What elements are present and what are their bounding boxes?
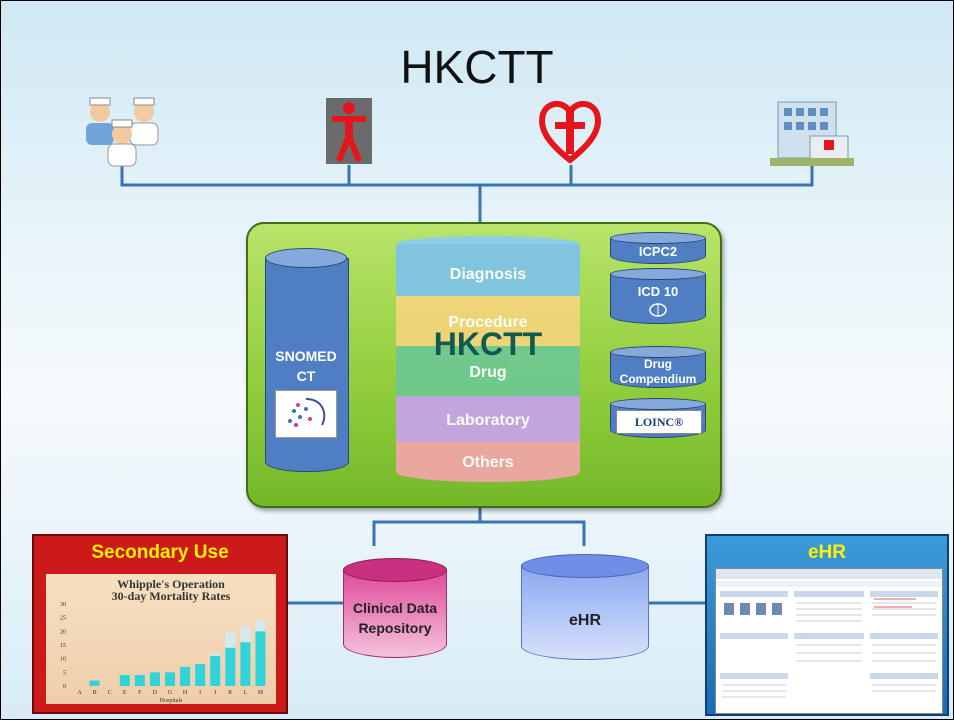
- snomed-label: SNOMED CT: [265, 346, 347, 386]
- icpc2-label: ICPC2: [638, 244, 678, 259]
- snomed-logo-icon: [275, 390, 337, 438]
- drug-compendium-store: Drug Compendium: [610, 346, 706, 388]
- secondary-use-header: Secondary Use: [91, 542, 229, 563]
- icd10-store: ICD 10: [610, 268, 706, 324]
- x-tick-label: I: [199, 690, 201, 696]
- y-tick-label: 30: [60, 602, 66, 608]
- x-tick-label: M: [258, 690, 264, 696]
- layer-diagnosis-label: Diagnosis: [449, 266, 527, 283]
- bar: [165, 672, 175, 686]
- chart-title-line2: 30-day Mortality Rates: [112, 589, 231, 603]
- layer-others: Others: [396, 442, 580, 482]
- y-tick-label: 20: [60, 629, 66, 635]
- layer-procedure-label: Procedure: [448, 314, 528, 331]
- x-tick-label: D: [153, 690, 158, 696]
- layer-drug-label: Drug: [469, 364, 507, 381]
- bar: [180, 666, 191, 686]
- ehr-screenshot-mock: [716, 569, 942, 698]
- layer-laboratory: Laboratory: [396, 396, 580, 442]
- x-tick-label: E: [123, 690, 127, 696]
- cdr-label: Clinical Data Repository: [343, 598, 447, 638]
- ehr-box: eHR: [705, 534, 949, 716]
- snomed-label-line2: CT: [296, 368, 316, 384]
- x-tick-label: K: [228, 690, 233, 696]
- clinical-data-repository: Clinical Data Repository: [343, 558, 447, 658]
- ehr-store-top: [521, 554, 649, 578]
- y-tick-label: 10: [60, 657, 66, 663]
- snomed-ct-store: SNOMED CT: [265, 248, 349, 480]
- snomed-label-line1: SNOMED: [275, 348, 337, 364]
- bar: [195, 664, 206, 686]
- loinc-store: LOINC®: [610, 398, 706, 438]
- drug-compendium-top: [610, 346, 706, 358]
- cdr-label-line1: Clinical Data: [352, 600, 438, 616]
- mortality-chart-svg: Whipple's Operation 30-day Mortality Rat…: [60, 577, 266, 704]
- bar: [134, 675, 145, 686]
- x-tick-label: G: [168, 690, 173, 696]
- layer-procedure: Procedure: [396, 296, 580, 346]
- doctors-nurses-icon: [86, 97, 159, 167]
- icd10-label: ICD 10: [637, 284, 679, 299]
- chart-title-line1: Whipple's Operation: [117, 577, 225, 591]
- red-heart-logo-icon: [539, 101, 601, 164]
- red-figure-icon: [326, 98, 372, 164]
- loinc-top: [610, 398, 706, 410]
- bar: [89, 680, 100, 686]
- bar: [210, 655, 221, 686]
- y-tick-label: 25: [60, 616, 66, 622]
- x-tick-label: B: [93, 690, 97, 696]
- x-tick-label: L: [244, 690, 248, 696]
- icpc2-top: [610, 232, 706, 244]
- layer-laboratory-label: Laboratory: [446, 412, 530, 429]
- chart-x-axis-label: Hospitals: [160, 698, 183, 704]
- bar: [119, 675, 130, 686]
- who-logo-icon: [649, 303, 667, 317]
- cdr-body: [343, 570, 447, 658]
- ehr-store: eHR: [521, 554, 649, 660]
- cdr-top: [343, 558, 447, 582]
- snomed-cylinder-top: [265, 248, 347, 268]
- page-title: HKCTT: [400, 41, 554, 93]
- drug-compendium-label: Drug Compendium: [619, 357, 697, 386]
- loinc-logo: LOINC®: [616, 410, 702, 434]
- layer-diagnosis: Diagnosis: [396, 244, 580, 296]
- y-tick-label: 5: [63, 670, 66, 676]
- x-tick-label: F: [138, 690, 142, 696]
- y-tick-label: 15: [60, 643, 66, 649]
- hospital-building-icon: [770, 101, 854, 166]
- y-tick-label: 0: [63, 684, 66, 690]
- bar: [149, 672, 160, 686]
- x-tick-label: H: [183, 690, 188, 696]
- hkctt-center-title: HKCTT: [433, 326, 543, 362]
- bar: [225, 647, 236, 686]
- bar: [240, 642, 251, 686]
- bar: [255, 631, 266, 686]
- x-tick-label: J: [214, 690, 217, 696]
- x-tick-label: C: [108, 690, 112, 696]
- mortality-chart: Whipple's Operation 30-day Mortality Rat…: [46, 574, 276, 704]
- ehr-box-header: eHR: [807, 542, 846, 563]
- hkctt-domain-stack: Diagnosis Procedure Drug Laboratory Othe…: [396, 236, 580, 486]
- drug-compendium-body: [610, 352, 706, 388]
- ehr-store-label: eHR: [568, 612, 601, 629]
- layer-drug: Drug: [396, 346, 580, 396]
- cdr-label-line2: Repository: [358, 620, 432, 636]
- icpc2-store: ICPC2: [610, 232, 706, 264]
- x-tick-label: A: [77, 690, 82, 696]
- layer-others-label: Others: [462, 454, 514, 471]
- secondary-use-box: Secondary Use Whipple's Operation 30-day…: [32, 534, 288, 714]
- icd10-top: [610, 268, 706, 280]
- ehr-screenshot: [715, 568, 943, 714]
